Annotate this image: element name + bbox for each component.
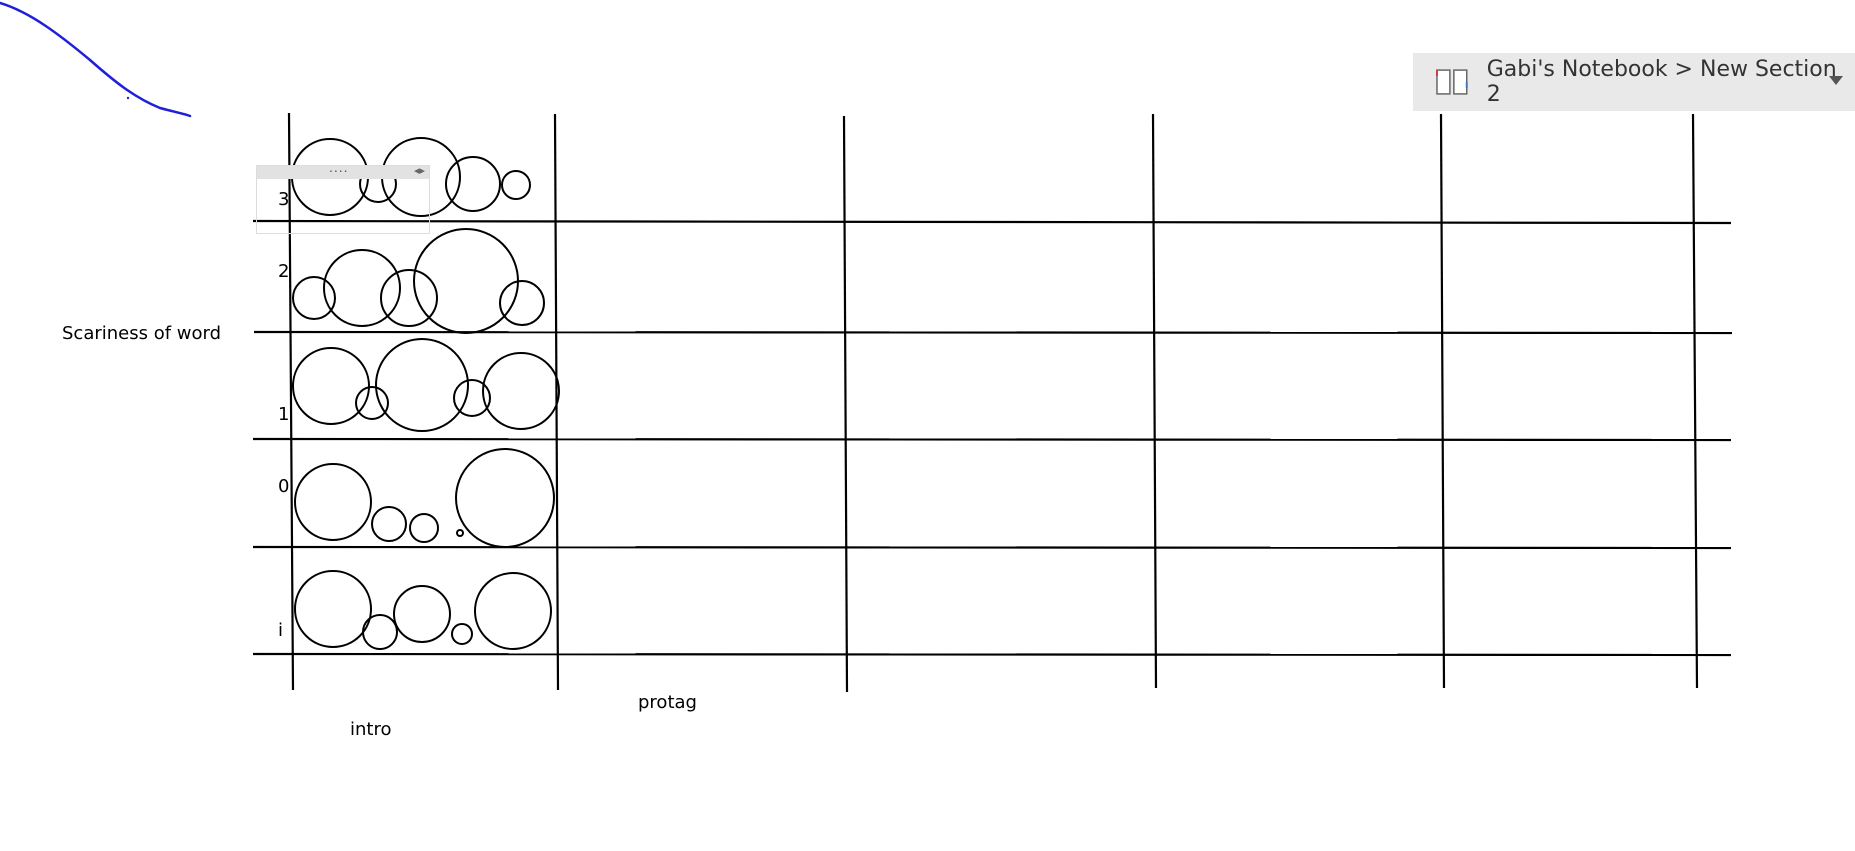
grid-vline[interactable]	[1439, 113, 1446, 689]
ink-circle[interactable]	[292, 276, 336, 320]
ink-circle[interactable]	[501, 170, 531, 200]
y-axis-label: Scariness of word	[62, 323, 222, 344]
row-label-3: 3	[278, 189, 290, 210]
ink-circle[interactable]	[294, 570, 372, 648]
resize-arrows-icon[interactable]: ◂▸	[413, 165, 425, 177]
column-label-intro: intro	[350, 719, 392, 740]
row-label-1: 1	[278, 404, 290, 425]
notebook-icon	[1435, 69, 1468, 95]
grid-vline[interactable]	[1151, 113, 1158, 689]
drag-grip-icon[interactable]: ....	[329, 159, 349, 175]
ink-circle[interactable]	[380, 269, 438, 327]
ink-circle[interactable]	[482, 352, 560, 430]
ink-circle[interactable]	[474, 572, 552, 650]
ink-circle[interactable]	[455, 448, 555, 548]
notebook-breadcrumb[interactable]: Gabi's Notebook > New Section 2	[1486, 57, 1837, 107]
blue-ink-dot	[126, 96, 130, 100]
ink-circle[interactable]	[445, 156, 501, 212]
ink-circle[interactable]	[375, 338, 469, 432]
row-label-0: 0	[278, 476, 290, 497]
ink-circle[interactable]	[453, 379, 491, 417]
ink-circle[interactable]	[292, 347, 370, 425]
ink-circle[interactable]	[413, 228, 519, 334]
ink-circle[interactable]	[451, 623, 473, 645]
ink-circle[interactable]	[323, 249, 401, 327]
grid-hline[interactable]	[252, 219, 1732, 225]
ink-circle[interactable]	[294, 463, 372, 541]
grid-vline[interactable]	[1691, 113, 1699, 689]
grid-horizontal-lines[interactable]	[252, 219, 1733, 657]
row-label-i: i	[278, 620, 284, 641]
container-drag-bar[interactable]: .... ◂▸	[257, 159, 429, 179]
ink-circle[interactable]	[393, 585, 451, 643]
grid-vline[interactable]	[842, 115, 849, 693]
ink-circle[interactable]	[371, 506, 407, 542]
column-label-protag: protag	[638, 692, 697, 713]
grid-hline[interactable]	[252, 545, 1732, 550]
ink-circle[interactable]	[409, 513, 439, 543]
grid-hline[interactable]	[252, 652, 1732, 657]
row-label-2: 2	[278, 261, 290, 282]
text-container-handle[interactable]: .... ◂▸	[256, 159, 430, 234]
grid-vertical-lines[interactable]	[287, 112, 1699, 693]
ink-circle[interactable]	[355, 386, 389, 420]
ink-circle[interactable]	[499, 280, 545, 326]
grid-vline[interactable]	[287, 112, 295, 691]
chevron-down-icon[interactable]	[1829, 76, 1843, 85]
grid-hline[interactable]	[252, 437, 1732, 442]
blue-ink-stroke[interactable]	[0, 1, 192, 118]
ink-circle[interactable]	[456, 529, 464, 537]
ink-circle[interactable]	[362, 614, 398, 650]
grid-hline[interactable]	[253, 330, 1733, 335]
notebook-location-picker[interactable]: Gabi's Notebook > New Section 2	[1413, 53, 1855, 111]
